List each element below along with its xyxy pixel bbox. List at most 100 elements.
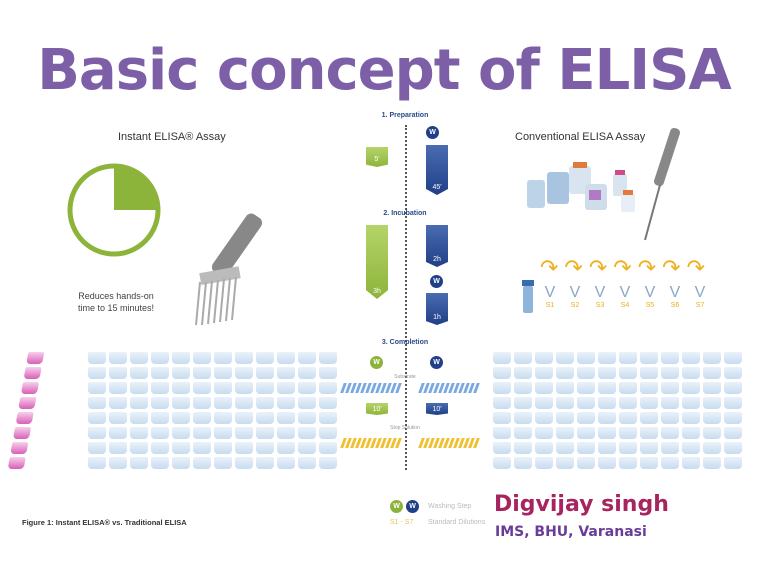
well: [23, 367, 42, 379]
well: [88, 352, 106, 364]
well: [15, 412, 34, 424]
clock-icon: [67, 163, 161, 257]
well: [493, 427, 511, 439]
well: [598, 397, 616, 409]
reagent-vials-icon: [527, 162, 635, 212]
well: [298, 412, 316, 424]
well: [724, 397, 742, 409]
well: [298, 457, 316, 469]
well: [319, 427, 337, 439]
well: [277, 397, 295, 409]
well: [577, 427, 595, 439]
instant-incubation-time: 3h: [373, 288, 381, 295]
wash-icon: W: [430, 275, 443, 288]
well: [556, 412, 574, 424]
well: [151, 442, 169, 454]
well: [703, 397, 721, 409]
pink-strip-tubes: [7, 352, 45, 469]
well: [619, 382, 637, 394]
well: [298, 352, 316, 364]
well: [277, 412, 295, 424]
well: [682, 457, 700, 469]
well: [703, 367, 721, 379]
well: [493, 367, 511, 379]
well: [235, 397, 253, 409]
well: [661, 442, 679, 454]
well: [535, 352, 553, 364]
well: [193, 412, 211, 424]
well: [598, 457, 616, 469]
washing-step-legend: Washing Step: [428, 503, 472, 510]
well: [724, 412, 742, 424]
well: [724, 352, 742, 364]
conventional-incubation-time-b: 1h: [433, 314, 441, 321]
well: [10, 442, 29, 454]
well: [682, 352, 700, 364]
well: [514, 382, 532, 394]
well: [298, 427, 316, 439]
well: [298, 442, 316, 454]
caption-line-2: time to 15 minutes!: [77, 303, 155, 313]
well: [724, 427, 742, 439]
well: [26, 352, 45, 364]
well: [151, 457, 169, 469]
well: [661, 427, 679, 439]
wash-icon: W: [430, 356, 443, 369]
well: [109, 382, 127, 394]
well: [577, 457, 595, 469]
well: [661, 367, 679, 379]
step-preparation-label: 1. Preparation: [381, 112, 429, 119]
well: [277, 457, 295, 469]
well: [235, 367, 253, 379]
well: [109, 352, 127, 364]
well: [319, 442, 337, 454]
well: [172, 457, 190, 469]
well: [703, 457, 721, 469]
conventional-substrate-time: 10': [432, 406, 442, 413]
instant-prep-bar: 5': [366, 147, 388, 167]
well: [535, 367, 553, 379]
wash-icon: W: [370, 356, 383, 369]
well: [640, 397, 658, 409]
well: [256, 457, 274, 469]
well: [598, 352, 616, 364]
conventional-incubation-bar-b: 1h: [426, 293, 448, 325]
well: [298, 367, 316, 379]
well: [193, 382, 211, 394]
well: [703, 442, 721, 454]
conventional-prep-bar: 45': [426, 145, 448, 195]
well: [130, 457, 148, 469]
well: [235, 457, 253, 469]
serial-dilution-arrows: ↷↷↷↷↷↷↷: [540, 255, 712, 280]
well: [619, 352, 637, 364]
well: [151, 367, 169, 379]
well: [130, 352, 148, 364]
well: [493, 457, 511, 469]
instant-prep-time: 5': [374, 156, 380, 163]
instant-substrate-time: 10': [372, 406, 382, 413]
well: [640, 427, 658, 439]
well: [577, 442, 595, 454]
well: [514, 457, 532, 469]
well: [703, 412, 721, 424]
well: [151, 382, 169, 394]
well: [319, 382, 337, 394]
well: [193, 397, 211, 409]
well: [682, 382, 700, 394]
well: [619, 442, 637, 454]
well: [535, 427, 553, 439]
well: [214, 457, 232, 469]
well: [109, 427, 127, 439]
well: [256, 397, 274, 409]
caption-line-1: Reduces hands-on: [78, 291, 154, 301]
well: [724, 367, 742, 379]
well: [661, 352, 679, 364]
well: [235, 412, 253, 424]
well: [619, 367, 637, 379]
well: [193, 367, 211, 379]
well: [493, 382, 511, 394]
well: [514, 367, 532, 379]
conventional-elisa-heading: Conventional ELISA Assay: [515, 131, 646, 143]
well: [724, 457, 742, 469]
